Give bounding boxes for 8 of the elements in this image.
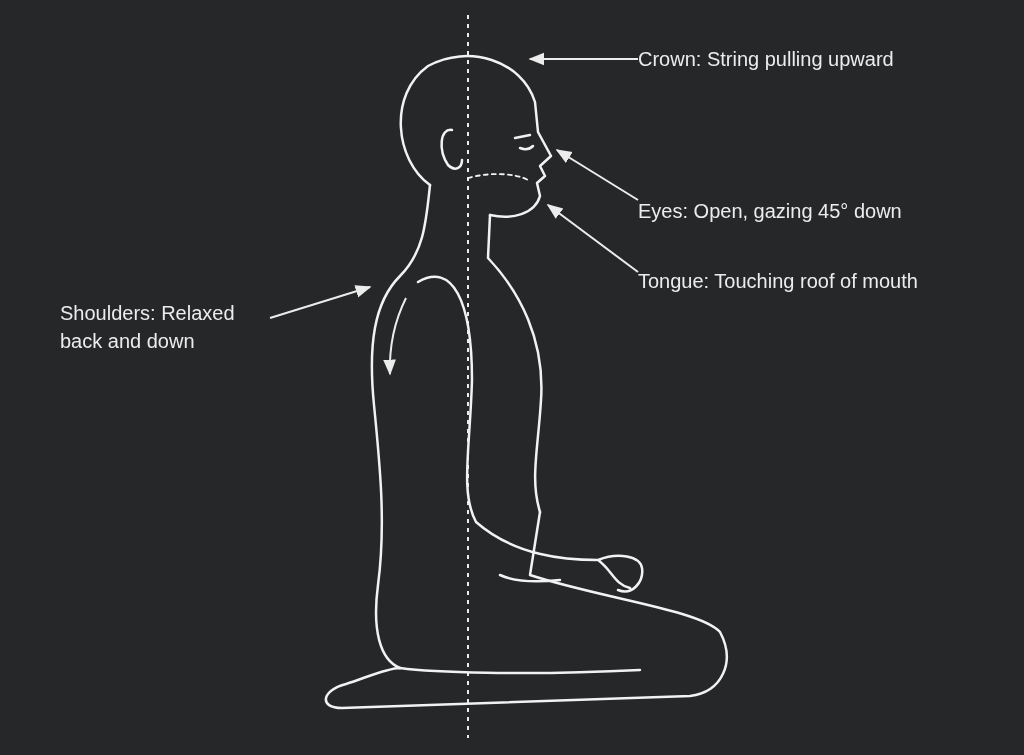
leader-line	[269, 285, 372, 319]
leader-line	[555, 149, 639, 201]
annotation-label: Tongue: Touching roof of mouth	[638, 267, 918, 295]
leader-line	[546, 204, 639, 273]
leader-line	[528, 52, 639, 66]
annotation-label: Shoulders: Relaxed back and down	[60, 299, 270, 355]
annotation-label: Eyes: Open, gazing 45° down	[638, 197, 902, 225]
annotation-label: Crown: String pulling upward	[638, 45, 894, 73]
